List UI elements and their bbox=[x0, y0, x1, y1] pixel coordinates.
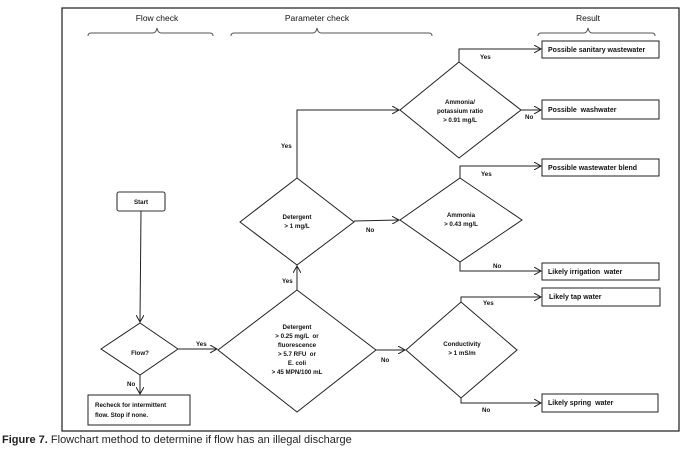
result-tap-label: Likely tap water bbox=[549, 294, 602, 301]
diagram-frame bbox=[61, 7, 680, 432]
edge-label-main-yes: Yes bbox=[282, 278, 293, 285]
edge-label-flow-no: No bbox=[127, 381, 135, 388]
ammonia-decision-line-2: > 0.43 mg/L bbox=[444, 221, 478, 228]
edge-detergent-yes bbox=[296, 110, 399, 178]
edge-label-ammonia-no: No bbox=[493, 263, 501, 270]
main-decision-line-1: Detergent bbox=[283, 324, 312, 331]
result-washwater bbox=[541, 99, 660, 120]
edge-detergent-no bbox=[353, 220, 399, 221]
ratio-decision-line-3: > 0.91 mg/L bbox=[443, 117, 477, 124]
ammonia-decision-line-1: Ammonia bbox=[447, 212, 476, 219]
edge-label-flow-yes: Yes bbox=[196, 341, 207, 348]
edge-ammonia-no bbox=[459, 262, 541, 271]
detergent-decision-line-1: Detergent bbox=[283, 214, 312, 221]
conductivity-decision-line-1: Conductivity bbox=[443, 341, 481, 348]
figure-caption-text: Flowchart method to determine if flow ha… bbox=[47, 434, 352, 446]
edge-ammonia-yes bbox=[459, 166, 541, 178]
edge-label-ratio-yes: Yes bbox=[480, 54, 491, 61]
edge-ratio-yes bbox=[458, 49, 541, 62]
start-label: Start bbox=[134, 199, 148, 206]
result-irrigation-water bbox=[541, 262, 660, 281]
brace-result bbox=[537, 27, 656, 37]
edge-conductivity-no bbox=[460, 398, 541, 403]
edge-conductivity-yes bbox=[460, 297, 541, 302]
edge-label-detergent-no: No bbox=[366, 227, 374, 234]
figure-caption: Figure 7. Flowchart method to determine … bbox=[2, 434, 352, 446]
main-decision-line-6: > 45 MPN/100 mL bbox=[272, 369, 323, 376]
main-parameter-decision bbox=[217, 289, 377, 413]
edge-label-ratio-no: No bbox=[525, 114, 533, 121]
ammonia-decision bbox=[399, 177, 523, 263]
result-blend-label: Possible wastewater blend bbox=[548, 165, 637, 172]
result-sanitary-wastewater bbox=[541, 40, 660, 59]
result-spring-label: Likely spring water bbox=[548, 400, 614, 407]
result-spring-water bbox=[541, 393, 659, 413]
ratio-decision-line-2: potassium ratio bbox=[437, 108, 483, 115]
edge-start-to-flow bbox=[140, 210, 141, 322]
recheck-line-2: flow. Stop if none. bbox=[95, 412, 148, 419]
recheck-node bbox=[87, 394, 191, 426]
flow-decision bbox=[100, 322, 179, 376]
result-irrigation-label: Likely irrigation water bbox=[548, 269, 623, 276]
result-tap-water bbox=[541, 287, 661, 307]
result-washwater-label: Possible washwater bbox=[548, 107, 617, 114]
main-decision-line-5: E. coli bbox=[288, 360, 307, 367]
edge-label-detergent-yes: Yes bbox=[281, 143, 292, 150]
main-decision-line-4: > 5.7 RFU or bbox=[278, 351, 317, 358]
result-sanitary-label: Possible sanitary wastewater bbox=[548, 47, 646, 54]
header-result: Result bbox=[576, 13, 601, 23]
header-flow-check: Flow check bbox=[136, 13, 179, 23]
flow-decision-label: Flow? bbox=[131, 350, 149, 357]
result-wastewater-blend bbox=[541, 158, 660, 177]
main-decision-line-2: > 0.25 mg/L or bbox=[275, 333, 319, 340]
edge-label-main-no: No bbox=[381, 357, 389, 364]
brace-parameter-check bbox=[230, 27, 433, 37]
ammonia-potassium-ratio-decision bbox=[399, 61, 522, 159]
conductivity-decision-line-2: > 1 mS/m bbox=[448, 350, 476, 357]
brace-flow-check bbox=[87, 27, 214, 37]
figure-caption-prefix: Figure 7. bbox=[2, 434, 48, 446]
main-decision-line-3: fluorescence bbox=[278, 342, 317, 349]
header-parameter-check: Parameter check bbox=[285, 13, 350, 23]
edge-label-ammonia-yes: Yes bbox=[481, 171, 492, 178]
edge-label-conductivity-yes: Yes bbox=[483, 300, 494, 307]
ratio-decision-line-1: Ammonia/ bbox=[445, 99, 475, 106]
edge-label-conductivity-no: No bbox=[482, 407, 490, 414]
detergent-decision-line-2: > 1 mg/L bbox=[284, 223, 309, 230]
detergent-decision bbox=[239, 177, 355, 266]
recheck-line-1: Recheck for intermittent bbox=[95, 402, 166, 409]
